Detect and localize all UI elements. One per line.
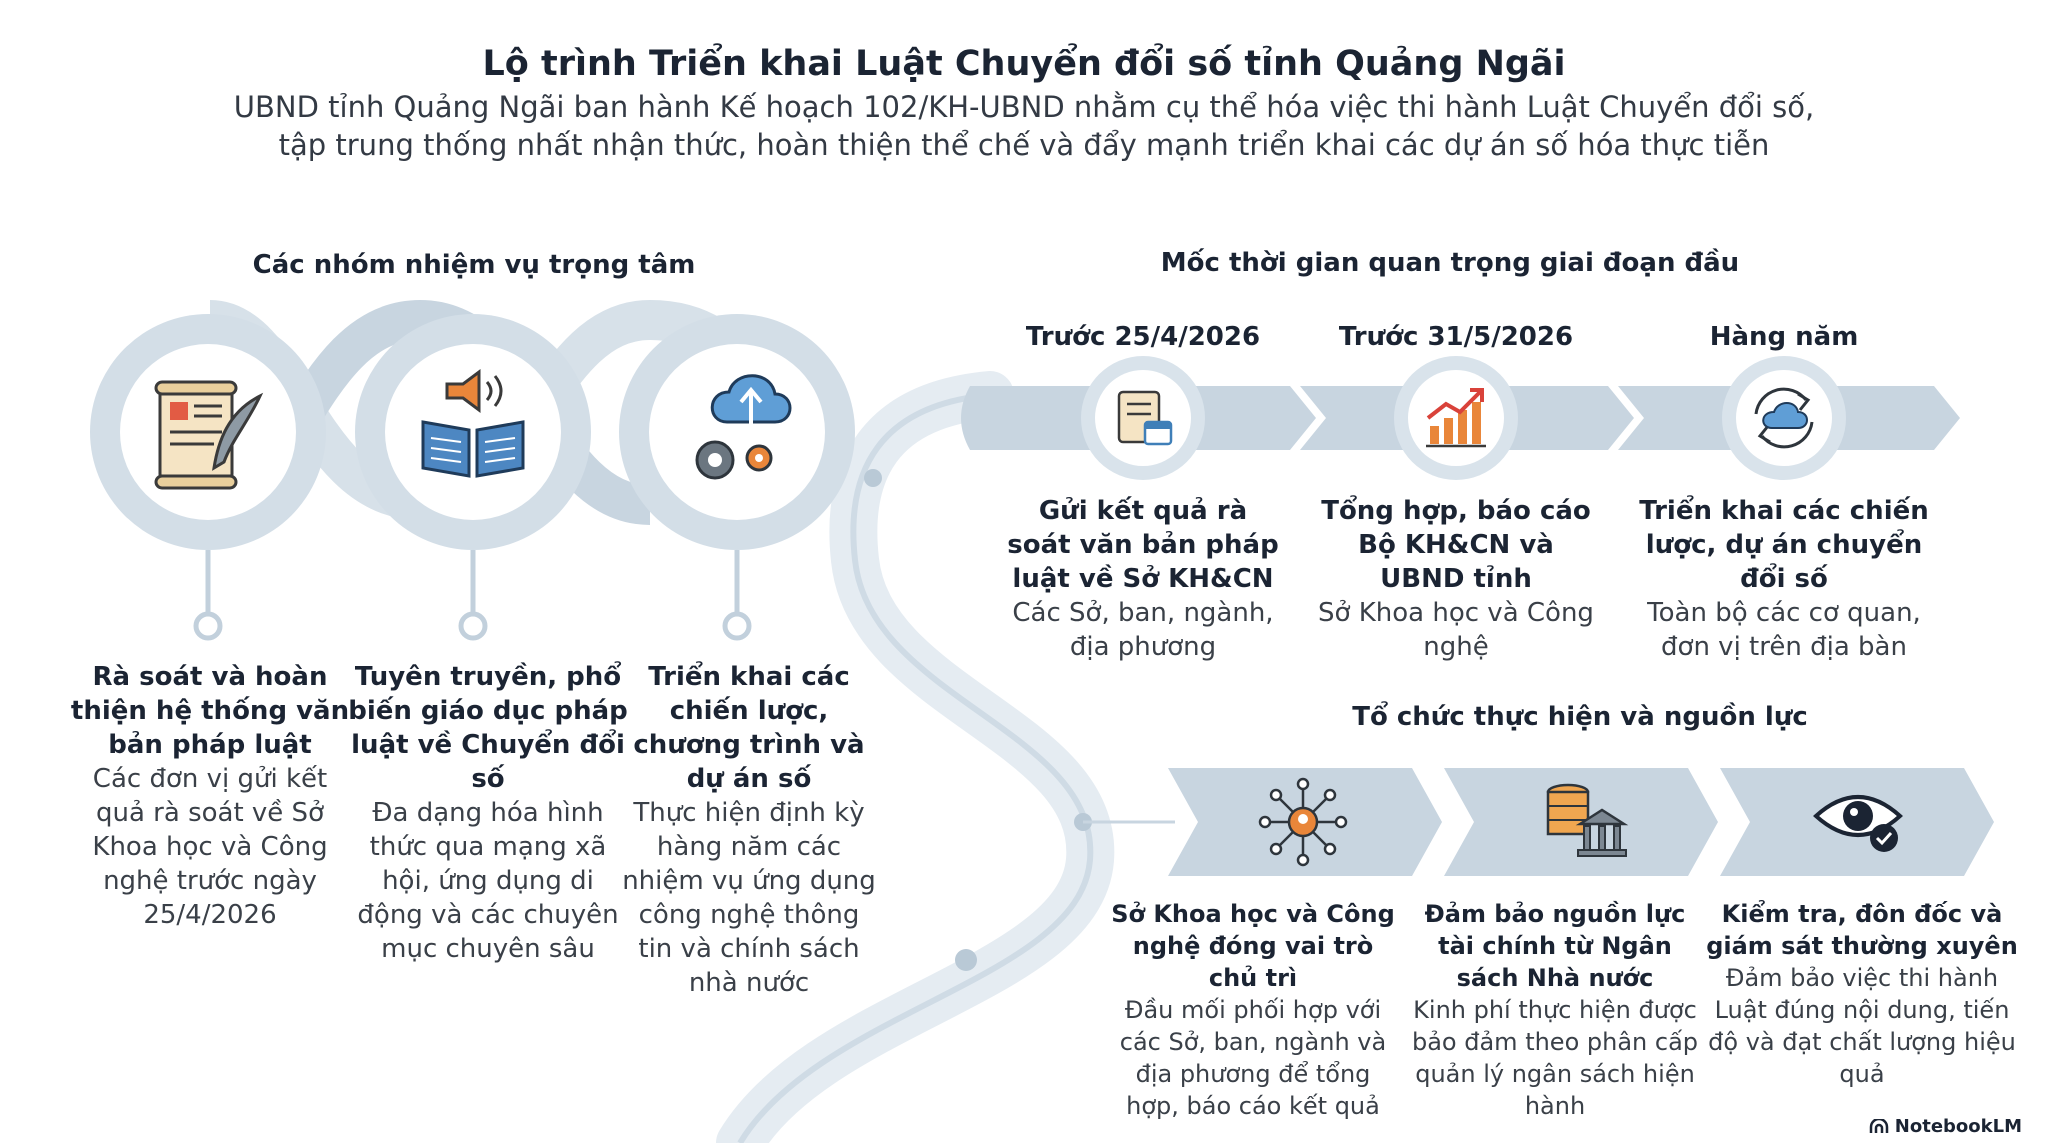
org-title: Đảm bảo nguồn lực tài chính từ Ngân sách… (1424, 900, 1686, 992)
scroll-quill-icon (154, 380, 264, 490)
milestone-desc: Các Sở, ban, ngành, địa phương (1012, 598, 1274, 662)
task-desc: Các đơn vị gửi kết quả rà soát về Sở Kho… (92, 764, 328, 930)
org-desc: Đảm bảo việc thi hành Luật đúng nội dung… (1708, 964, 2016, 1088)
brand-label: NotebookLM (1894, 1116, 2022, 1137)
cloud-gears-icon (695, 374, 792, 480)
task-title: Rà soát và hoàn thiện hệ thống văn bản p… (70, 662, 350, 760)
org-card-3: Kiểm tra, đôn đốc và giám sát thường xuy… (1706, 898, 2018, 1090)
task-desc: Thực hiện định kỳ hàng năm các nhiệm vụ … (622, 798, 876, 998)
task-card-2: Tuyên truyền, phổ biến giáo dục pháp luậ… (348, 660, 628, 966)
open-book-megaphone-icon (421, 369, 525, 478)
org-desc: Đầu mối phối hợp với các Sở, ban, ngành … (1119, 996, 1387, 1120)
winding-path (716, 371, 1175, 1143)
milestone-title: Gửi kết quả rà soát văn bản pháp luật về… (1007, 496, 1279, 594)
org-title: Kiểm tra, đôn đốc và giám sát thường xuy… (1706, 900, 2018, 960)
cloud-cycle-icon (1754, 387, 1814, 449)
milestone-label: Trước 25/4/2026 (1025, 322, 1261, 352)
tasks-heading: Các nhóm nhiệm vụ trọng tâm (252, 250, 696, 280)
milestones-heading: Mốc thời gian quan trọng giai đoạn đầu (1160, 248, 1740, 278)
page-title: Lộ trình Triển khai Luật Chuyển đổi số t… (482, 44, 1566, 84)
network-person-icon (1258, 777, 1348, 867)
task-card-1: Rà soát và hoàn thiện hệ thống văn bản p… (70, 660, 350, 932)
organization-heading: Tổ chức thực hiện và nguồn lực (1352, 702, 1808, 732)
org-card-1: Sở Khoa học và Công nghệ đóng vai trò ch… (1108, 898, 1398, 1122)
task-title: Tuyên truyền, phổ biến giáo dục pháp luậ… (348, 662, 628, 794)
milestone-card-2: Tổng hợp, báo cáo Bộ KH&CN và UBND tỉnh … (1316, 494, 1596, 664)
org-card-2: Đảm bảo nguồn lực tài chính từ Ngân sách… (1410, 898, 1700, 1122)
milestone-title: Triển khai các chiến lược, dự án chuyển … (1639, 496, 1929, 594)
milestone-card-3: Triển khai các chiến lược, dự án chuyển … (1634, 494, 1934, 664)
org-desc: Kinh phí thực hiện được bảo đảm theo phâ… (1411, 996, 1699, 1120)
task-desc: Đa dạng hóa hình thức qua mạng xã hội, ứ… (357, 798, 619, 964)
org-title: Sở Khoa học và Công nghệ đóng vai trò ch… (1111, 900, 1395, 992)
notebooklm-icon (1869, 1118, 1889, 1133)
page-subtitle: UBND tỉnh Quảng Ngãi ban hành Kế hoạch 1… (233, 90, 1815, 162)
growth-chart-icon (1426, 388, 1486, 448)
milestone-desc: Toàn bộ các cơ quan, đơn vị trên địa bàn (1647, 598, 1921, 662)
scroll-calendar-icon (1117, 390, 1173, 446)
milestone-label: Trước 31/5/2026 (1338, 322, 1574, 352)
eye-check-icon (1813, 795, 1903, 852)
milestone-title: Tổng hợp, báo cáo Bộ KH&CN và UBND tỉnh (1321, 496, 1591, 594)
task-title: Triển khai các chiến lược, chương trình … (633, 662, 865, 794)
coins-bank-icon (1546, 783, 1629, 857)
milestone-card-1: Gửi kết quả rà soát văn bản pháp luật về… (1003, 494, 1283, 664)
milestone-desc: Sở Khoa học và Công nghệ (1318, 598, 1594, 662)
brand-logo: NotebookLM (1869, 1116, 2022, 1137)
milestone-label: Hàng năm (1709, 322, 1859, 352)
task-card-3: Triển khai các chiến lược, chương trình … (618, 660, 880, 1000)
